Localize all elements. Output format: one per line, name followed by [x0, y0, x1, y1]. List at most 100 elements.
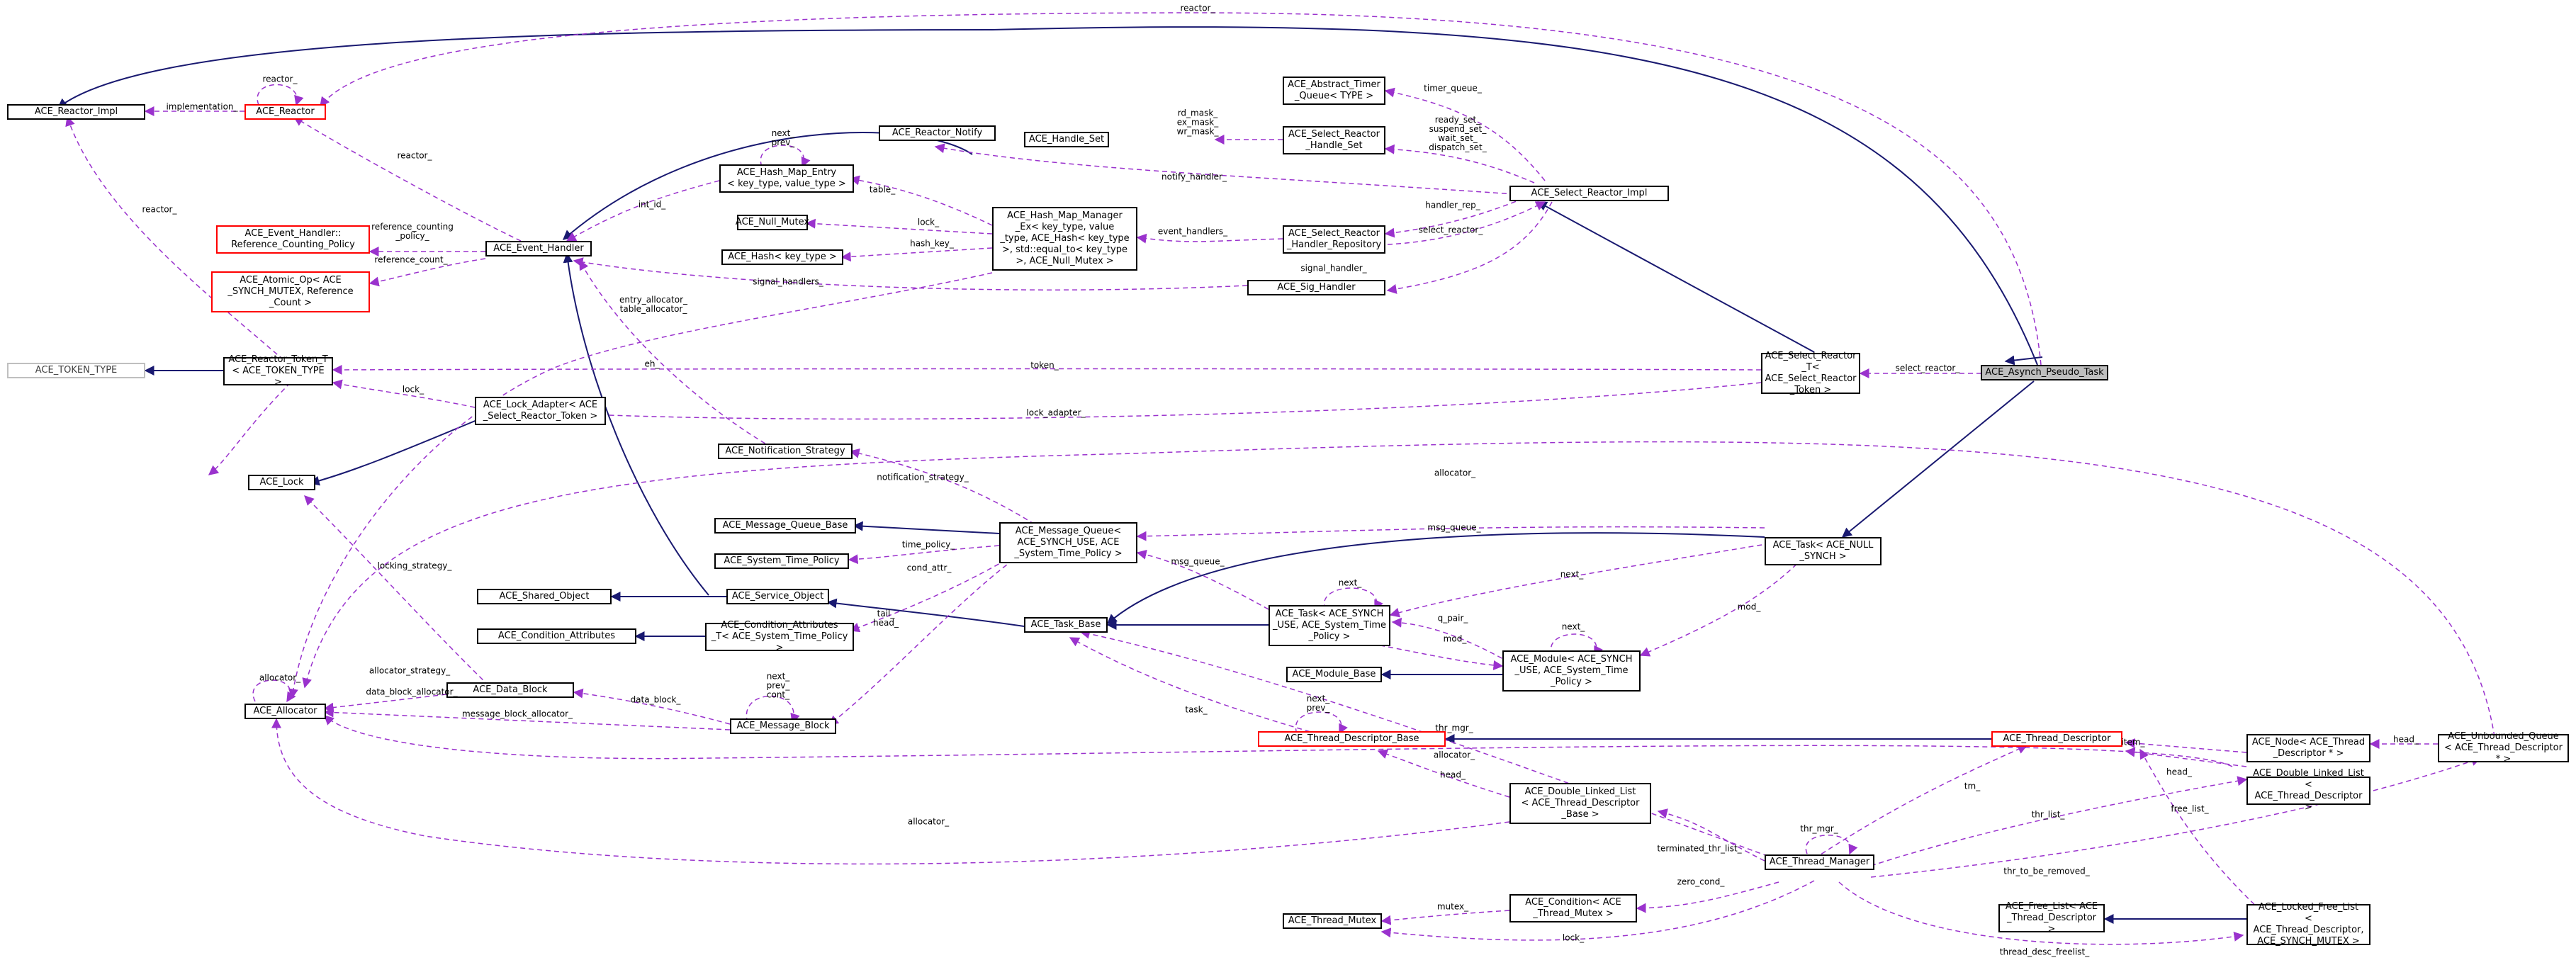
edge-asynch-to-task-null	[1841, 380, 2035, 538]
edge-tm-self	[1805, 835, 1858, 855]
edge-label-implementation: implementation_	[166, 101, 238, 112]
node-refcount-policy[interactable]: ACE_Event_Handler:: Reference_Counting_P…	[216, 225, 370, 254]
node-select-reactor-t[interactable]: ACE_Select_Reactor _T< ACE_Select_Reacto…	[1761, 351, 1860, 395]
node-data-block[interactable]: ACE_Data_Block	[446, 682, 574, 698]
node-unbounded-queue[interactable]: ACE_Unbounded_Queue < ACE_Thread_Descrip…	[2438, 731, 2569, 764]
edge-label-handler-rep: handler_rep_	[1425, 200, 1480, 210]
edge-label-head-dll-td: head_	[2166, 767, 2192, 777]
edge-label-event-handlers: event_handlers_	[1157, 226, 1228, 237]
node-handler-repository[interactable]: ACE_Select_Reactor _Handler_Repository	[1283, 225, 1385, 254]
node-double-linked-list-base[interactable]: ACE_Double_Linked_List < ACE_Thread_Desc…	[1509, 783, 1651, 824]
edge-label-zero-cond: zero_cond_	[1677, 876, 1725, 887]
node-abstract-timer-queue[interactable]: ACE_Abstract_Timer _Queue< TYPE >	[1283, 77, 1385, 105]
node-condition-mutex[interactable]: ACE_Condition< ACE _Thread_Mutex >	[1509, 894, 1637, 922]
edge-label-next-prev-tdb: next_ prev_	[1306, 694, 1330, 713]
node-shared-object[interactable]: ACE_Shared_Object	[477, 589, 612, 604]
edge-select-impl-to-sig-handler	[1386, 201, 1553, 294]
edge-label-locking-strategy: locking_strategy_	[377, 560, 452, 571]
edge-condition-to-thread-mutex	[1380, 910, 1510, 925]
edge-label-next-prev-cont: next_ prev_ cont_	[766, 671, 790, 700]
edge-task-null-to-module	[1639, 545, 1815, 657]
edge-label-terminated-thr-list: terminated_thr_list_	[1657, 843, 1742, 854]
edge-label-notify-handler: notify_handler_	[1162, 171, 1227, 182]
edge-label-next-tn: next_	[1560, 569, 1584, 580]
node-asynch-pseudo-task[interactable]: ACE_Asynch_Pseudo_Task	[1981, 365, 2108, 380]
edge-label-eh: eh_	[644, 359, 660, 369]
node-lock-adapter[interactable]: ACE_Lock_Adapter< ACE _Select_Reactor_To…	[475, 397, 606, 425]
edge-label-thr-mgr-tb: thr_mgr_	[1435, 723, 1473, 733]
edge-reactor-token-to-lock	[208, 382, 291, 475]
node-select-reactor-impl[interactable]: ACE_Select_Reactor_Impl	[1509, 186, 1669, 201]
node-reactor-impl[interactable]: ACE_Reactor_Impl	[7, 104, 145, 120]
node-service-object[interactable]: ACE_Service_Object	[726, 589, 829, 604]
edge-label-thr-to-be-removed: thr_to_be_removed_	[2003, 866, 2090, 876]
edge-label-data-block: data_block_	[630, 694, 681, 705]
edge-hmm-to-hme	[849, 175, 993, 226]
edge-label-allocator-bottom: allocator_	[907, 816, 950, 827]
node-reactor[interactable]: ACE_Reactor	[244, 104, 326, 120]
edge-label-select-reactor: select_reactor_	[1418, 225, 1483, 235]
edge-label-tail-head: tail_ head_	[873, 609, 899, 628]
edge-mq-to-notification	[849, 448, 1035, 525]
node-thread-manager[interactable]: ACE_Thread_Manager	[1765, 854, 1874, 870]
edge-label-rd-mask: rd_mask_ ex_mask_ wr_mask_	[1176, 108, 1219, 137]
edge-label-lock-tm: lock_	[1562, 932, 1585, 943]
edge-module-self	[1550, 633, 1603, 657]
node-select-reactor-handle-set[interactable]: ACE_Select_Reactor _Handle_Set	[1283, 126, 1385, 154]
node-event-handler[interactable]: ACE_Event_Handler	[485, 241, 592, 256]
edge-handler-repo-to-select-impl	[1387, 201, 1546, 245]
node-task-null[interactable]: ACE_Task< ACE_NULL _SYNCH >	[1765, 537, 1882, 565]
edge-label-next-mod: next_	[1561, 621, 1585, 632]
node-reactor-token[interactable]: ACE_Reactor_Token_T < ACE_TOKEN_TYPE >	[223, 354, 333, 388]
node-null-mutex[interactable]: ACE_Null_Mutex	[736, 215, 809, 230]
edge-label-allocator-td: allocator_	[1433, 750, 1475, 760]
edge-label-entry-allocator: entry_allocator_ table_allocator_	[619, 295, 688, 314]
node-message-queue[interactable]: ACE_Message_Queue< ACE_SYNCH_USE, ACE _S…	[999, 522, 1137, 563]
node-free-list[interactable]: ACE_Free_List< ACE _Thread_Descriptor >	[1998, 901, 2105, 935]
edge-mq-to-time-policy	[848, 545, 1000, 565]
node-lock[interactable]: ACE_Lock	[248, 475, 315, 490]
node-condition-attributes[interactable]: ACE_Condition_Attributes	[477, 628, 636, 644]
edge-label-signal-handlers: signal_handlers_	[753, 276, 823, 287]
edge-allocator-self	[252, 679, 296, 703]
edge-label-next-ts: next_	[1338, 577, 1362, 588]
node-thread-mutex[interactable]: ACE_Thread_Mutex	[1283, 913, 1382, 929]
node-allocator[interactable]: ACE_Allocator	[244, 704, 326, 719]
node-module[interactable]: ACE_Module< ACE_SYNCH _USE, ACE_System_T…	[1502, 650, 1641, 692]
edge-select-impl-to-reactor-notify	[934, 143, 1524, 196]
node-message-queue-base[interactable]: ACE_Message_Queue_Base	[714, 518, 856, 534]
node-handle-set[interactable]: ACE_Handle_Set	[1024, 132, 1109, 147]
node-system-time-policy[interactable]: ACE_System_Time_Policy	[714, 553, 849, 569]
edge-label-item: item_	[2121, 737, 2145, 747]
node-notification-strategy[interactable]: ACE_Notification_Strategy	[718, 444, 853, 459]
node-thread-descriptor[interactable]: ACE_Thread_Descriptor	[1991, 731, 2122, 747]
node-hash-map-manager[interactable]: ACE_Hash_Map_Manager _Ex< key_type, valu…	[992, 207, 1137, 271]
node-token-type[interactable]: ACE_TOKEN_TYPE	[7, 363, 145, 378]
node-module-base[interactable]: ACE_Module_Base	[1286, 667, 1382, 682]
node-condition-attributes-t[interactable]: ACE_Condition_Attributes _T< ACE_System_…	[705, 620, 854, 653]
edge-tm-to-dll-base	[1657, 808, 1765, 862]
edge-label-table: table_	[869, 184, 896, 195]
edge-label-thr-list: thr_list_	[2031, 809, 2065, 820]
node-node-td[interactable]: ACE_Node< ACE_Thread _Descriptor * >	[2246, 734, 2370, 762]
node-task-synch[interactable]: ACE_Task< ACE_SYNCH _USE, ACE_System_Tim…	[1269, 605, 1390, 646]
edge-service-object-to-event-handler	[563, 252, 709, 596]
edge-label-refcount-policy: reference_counting _policy_	[371, 222, 454, 241]
node-task-base[interactable]: ACE_Task_Base	[1024, 617, 1108, 633]
edge-lock-to-data-block	[304, 495, 490, 687]
node-atomic-op[interactable]: ACE_Atomic_Op< ACE _SYNCH_MUTEX, Referen…	[211, 271, 370, 312]
node-reactor-notify[interactable]: ACE_Reactor_Notify	[879, 125, 996, 141]
node-hash[interactable]: ACE_Hash< key_type >	[721, 249, 843, 265]
node-locked-free-list[interactable]: ACE_Locked_Free_List < ACE_Thread_Descri…	[2246, 902, 2370, 947]
node-double-linked-list-td[interactable]: ACE_Double_Linked_List < ACE_Thread_Desc…	[2246, 768, 2370, 813]
inheritance-edges	[57, 26, 2246, 924]
edge-notification-to-eh	[579, 259, 773, 448]
node-hash-map-entry[interactable]: ACE_Hash_Map_Entry < key_type, value_typ…	[719, 164, 854, 193]
edge-label-timer-queue: timer_queue_	[1424, 83, 1482, 94]
node-thread-descriptor-base[interactable]: ACE_Thread_Descriptor_Base	[1258, 731, 1446, 747]
edge-task-synch-self	[1323, 587, 1383, 611]
edge-label-reactor-left: reactor_	[142, 204, 177, 215]
node-message-block[interactable]: ACE_Message_Block	[730, 718, 836, 734]
edge-lock-adapter-to-lock	[309, 417, 483, 486]
node-sig-handler[interactable]: ACE_Sig_Handler	[1247, 280, 1385, 295]
